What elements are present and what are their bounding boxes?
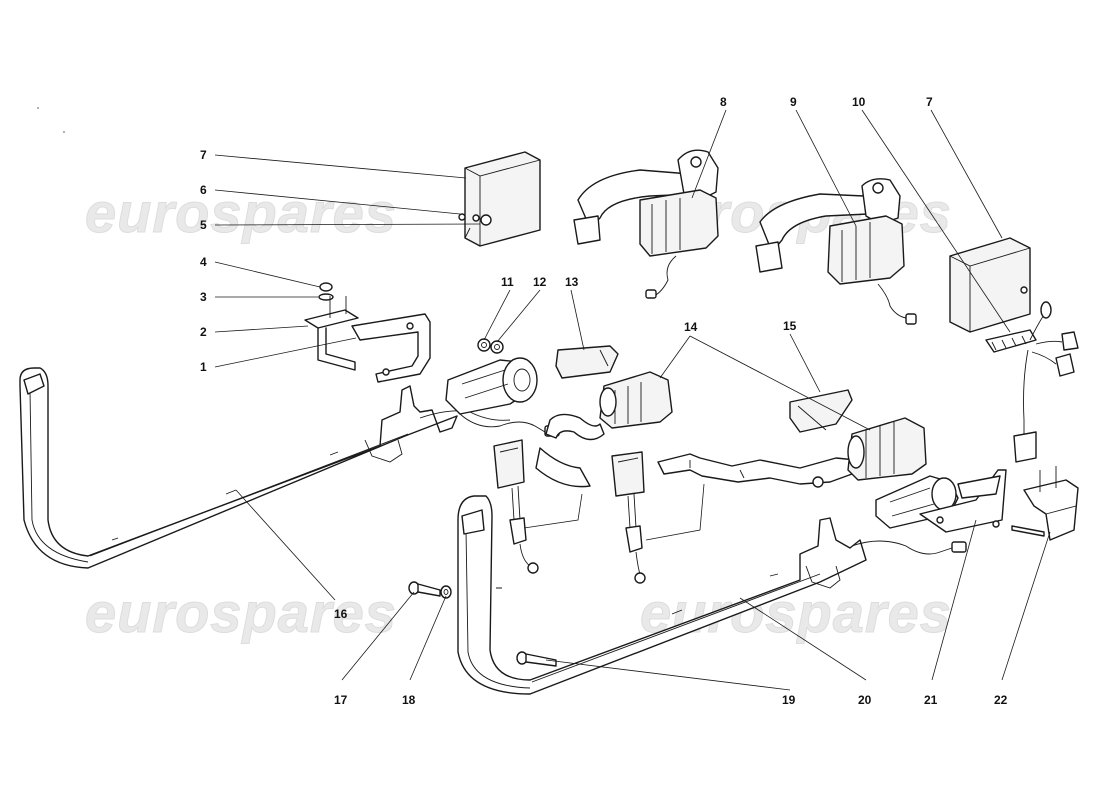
bracket-part-22	[1011, 466, 1079, 541]
cover-part-13	[555, 345, 619, 379]
callout-14: 14	[684, 320, 698, 334]
callout-21: 21	[924, 693, 938, 707]
callout-5: 5	[200, 218, 207, 232]
callout-18: 18	[402, 693, 416, 707]
callout-7-left: 7	[200, 148, 207, 162]
bracket-part-1	[351, 313, 431, 383]
retractor-part-9	[755, 178, 917, 325]
callout-13: 13	[565, 275, 579, 289]
callout-2: 2	[200, 325, 207, 339]
retractor-left-14	[535, 371, 673, 488]
callout-20: 20	[858, 693, 872, 707]
retractor-part-8	[573, 149, 719, 299]
callout-10: 10	[852, 95, 866, 109]
washer-part-3	[318, 293, 334, 301]
bolt-part-17	[408, 581, 441, 597]
control-unit-left	[458, 151, 541, 247]
callout-12: 12	[533, 275, 547, 289]
leader-lines	[214, 109, 1051, 691]
buckle-left-b	[611, 451, 646, 584]
control-unit-right	[949, 237, 1079, 463]
nuts-11-12	[477, 338, 504, 354]
stray-marks	[37, 107, 65, 133]
callout-7-right: 7	[926, 95, 933, 109]
callout-11: 11	[501, 275, 514, 289]
bracket-part-2	[304, 309, 359, 371]
callout-15: 15	[783, 319, 797, 333]
cover-part-15	[789, 389, 853, 433]
callout-3: 3	[200, 290, 207, 304]
seat-motor-right	[875, 469, 1007, 533]
bracket-assembly-left	[304, 282, 431, 383]
washer-part-18	[440, 585, 452, 599]
watermark-text-top-left: eurospares	[85, 181, 397, 244]
bolt-part-19	[516, 651, 557, 667]
nut-part-4	[319, 282, 333, 292]
callout-22: 22	[994, 693, 1008, 707]
callout-9: 9	[790, 95, 797, 109]
seat-motor-left	[445, 357, 560, 437]
callout-8: 8	[720, 95, 727, 109]
callout-labels: 7 6 5 4 3 2 1 8 9 10 7 11 12 13 14 15 16…	[200, 95, 1008, 707]
callout-6: 6	[200, 183, 207, 197]
callout-16: 16	[334, 607, 348, 621]
seat-rail-left	[19, 367, 511, 569]
buckle-left-a	[493, 439, 539, 574]
retractor-right-14	[657, 417, 927, 488]
callout-19: 19	[782, 693, 796, 707]
callout-1: 1	[200, 360, 207, 374]
watermark-text-bottom-left: eurospares	[85, 581, 397, 644]
callout-4: 4	[200, 255, 207, 269]
callout-17: 17	[334, 693, 348, 707]
